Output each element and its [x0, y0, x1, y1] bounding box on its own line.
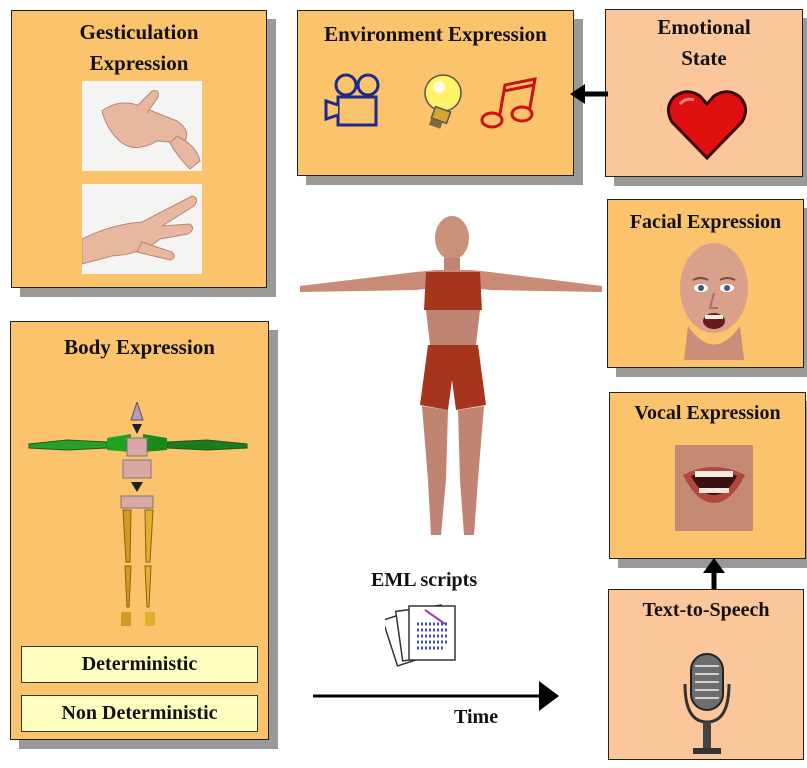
lightbulb-icon [415, 69, 465, 140]
microphone-icon [681, 652, 733, 761]
body-expression-title: Body Expression [11, 332, 268, 363]
time-label: Time [454, 706, 498, 729]
time-arrow [313, 680, 561, 712]
tts-to-vocal-arrow [700, 556, 728, 592]
music-note-icon [479, 75, 541, 138]
hand-flat-image [82, 184, 202, 274]
deterministic-label: Deterministic [21, 646, 258, 683]
vocal-expression-title: Vocal Expression [610, 398, 805, 429]
text-to-speech-panel: Text-to-Speech [608, 589, 804, 760]
emotional-state-title: Emotional State [649, 12, 759, 74]
facial-expression-title: Facial Expression [608, 207, 803, 238]
document-stack-icon [385, 600, 465, 673]
emotion-to-environment-arrow [568, 82, 610, 106]
environment-title: Environment Expression [298, 19, 573, 50]
body-expression-panel: Body Expression Deterministic Non Determ… [10, 321, 269, 740]
human-figure-image [296, 210, 606, 555]
heart-icon [666, 88, 748, 167]
text-to-speech-title: Text-to-Speech [609, 595, 803, 626]
gesticulation-title: Gesticulation Expression [49, 17, 229, 79]
skeleton-rig-image [27, 402, 253, 637]
facial-expression-panel: Facial Expression [607, 199, 804, 368]
vocal-expression-panel: Vocal Expression [609, 392, 806, 559]
non-deterministic-label: Non Deterministic [21, 695, 258, 732]
eml-scripts-label: EML scripts [371, 569, 477, 592]
hand-open-image [82, 81, 202, 171]
camera-icon [324, 71, 386, 136]
face-image [674, 238, 754, 360]
gesticulation-expression-panel: Gesticulation Expression [11, 10, 267, 288]
mouth-image [675, 445, 753, 531]
environment-expression-panel: Environment Expression [297, 10, 574, 176]
emotional-state-panel: Emotional State [605, 9, 803, 177]
